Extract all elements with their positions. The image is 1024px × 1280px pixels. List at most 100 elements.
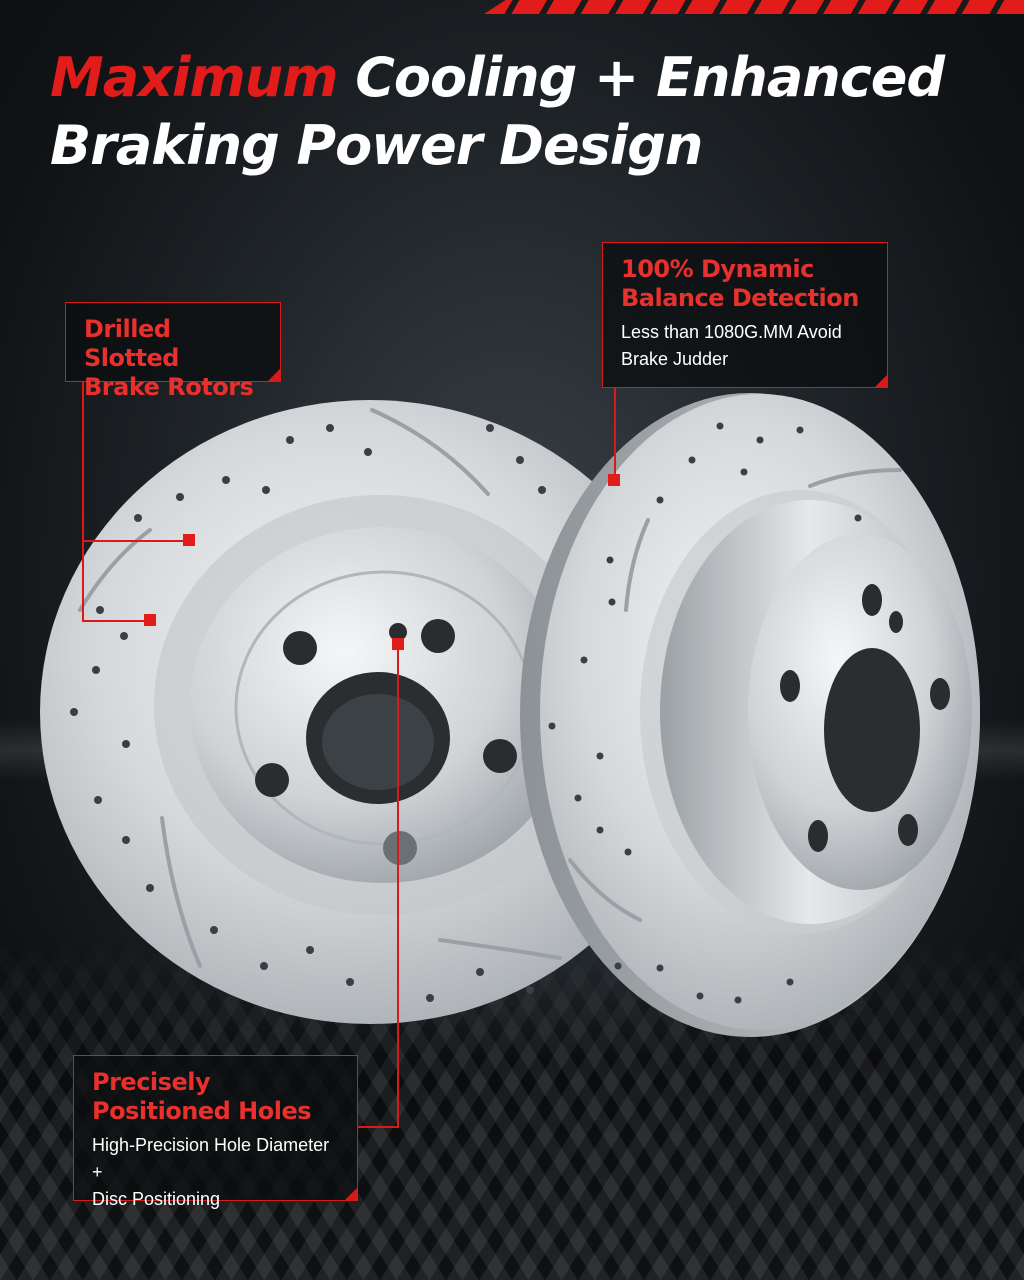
callout-dynamic-balance: 100% Dynamic Balance Detection Less than… [602, 242, 888, 388]
drill-hole [624, 848, 632, 856]
drill-hole [134, 514, 142, 522]
leader-line-balance [614, 388, 616, 480]
drill-hole [364, 448, 372, 456]
drill-hole [262, 486, 270, 494]
drill-hole [756, 436, 764, 444]
drill-hole [656, 964, 664, 972]
leader-line-rotors [82, 382, 84, 622]
drill-hole [516, 456, 524, 464]
drill-hole [94, 796, 102, 804]
drill-hole [326, 424, 334, 432]
drill-hole [596, 752, 604, 760]
drill-hole [476, 968, 484, 976]
headline: Maximum Cooling + Enhanced Braking Power… [50, 44, 990, 180]
left-rotor-slot [160, 816, 202, 968]
callout-title: Balance Detection [621, 284, 859, 312]
callout-title: Brake Rotors [84, 373, 254, 401]
right-rotor-center-bore [824, 648, 920, 812]
left-rotor [40, 400, 700, 1024]
drill-hole [688, 456, 696, 464]
drill-hole [222, 476, 230, 484]
callout-positioned-holes: Precisely Positioned Holes High-Precisio… [73, 1055, 358, 1209]
drill-hole [526, 986, 534, 994]
right-rotor-lug-hole [898, 814, 918, 846]
drill-hole [696, 992, 704, 1000]
left-rotor-bore-depth [322, 694, 434, 790]
callout-title: Drilled Slotted [84, 315, 179, 372]
drill-hole [486, 424, 494, 432]
right-rotor-lug-hole [780, 670, 800, 702]
right-rotor [520, 393, 980, 1037]
right-rotor-slot [624, 518, 650, 612]
drill-hole [796, 426, 804, 434]
drill-hole [574, 794, 582, 802]
drill-hole [96, 606, 104, 614]
drill-hole [210, 926, 218, 934]
marker-dot [392, 638, 404, 650]
drill-hole [426, 994, 434, 1002]
left-rotor-slots [78, 408, 562, 968]
drill-hole [596, 826, 604, 834]
left-rotor-slot [370, 408, 490, 496]
drill-hole [538, 486, 546, 494]
drill-hole [608, 598, 616, 606]
headline-line2: Braking Power Design [50, 114, 703, 177]
left-rotor-lug-hole [421, 619, 455, 653]
drill-hole [120, 632, 128, 640]
leader-line-holes-branch [358, 1126, 399, 1128]
left-rotor-slot [438, 938, 562, 960]
left-rotor-drill-holes [70, 424, 546, 1002]
left-rotor-set-screw-hole [389, 623, 407, 641]
drill-hole [656, 496, 664, 504]
right-rotor-slot [568, 858, 642, 922]
callout-drilled-slotted-rotors: Drilled Slotted Brake Rotors [65, 302, 281, 401]
leader-line-rotors-branch [82, 620, 150, 622]
drill-hole [854, 514, 862, 522]
left-rotor-locator-hole [383, 831, 417, 865]
drill-hole [122, 740, 130, 748]
drill-hole [286, 436, 294, 444]
left-rotor-lug-hole [283, 631, 317, 665]
left-rotor-slot [78, 528, 152, 612]
drill-hole [580, 656, 588, 664]
callout-description: High-Precision Hole Diameter + [92, 1135, 330, 1182]
drill-hole [740, 468, 748, 476]
callout-title: Precisely [92, 1068, 211, 1096]
right-rotor-lug-hole [930, 678, 950, 710]
drill-hole [614, 962, 622, 970]
callout-title: 100% Dynamic [621, 255, 814, 283]
left-rotor-lug-hole [255, 763, 289, 797]
leader-line-rotors-branch [82, 540, 188, 542]
marker-dot [183, 534, 195, 546]
drill-hole [734, 996, 742, 1004]
right-rotor-slot [808, 468, 902, 488]
callout-description: Brake Judder [621, 349, 729, 369]
right-rotor-set-screw-hole [889, 611, 903, 633]
marker-dot [144, 614, 156, 626]
marker-dot [608, 474, 620, 486]
headline-highlight: Maximum [50, 46, 338, 109]
drill-hole [716, 422, 724, 430]
drill-hole [176, 493, 184, 501]
leader-line-holes [397, 644, 399, 1128]
right-rotor-drill-holes [548, 422, 862, 1004]
headline-line1-rest: Cooling + Enhanced [337, 46, 945, 109]
drill-hole [786, 978, 794, 986]
right-rotor-lug-hole [862, 584, 882, 616]
right-rotor-slots [568, 468, 902, 922]
callout-description: Disc Positioning [92, 1189, 221, 1209]
drill-hole [548, 722, 556, 730]
left-rotor-lug-hole [483, 739, 517, 773]
right-rotor-lug-hole [808, 820, 828, 852]
drill-hole [306, 946, 314, 954]
drill-hole [260, 962, 268, 970]
drill-hole [92, 666, 100, 674]
drill-hole [606, 556, 614, 564]
drill-hole [346, 978, 354, 986]
top-stripe-bar [484, 0, 1024, 14]
callout-title: Positioned Holes [92, 1097, 312, 1125]
callout-description: Less than 1080G.MM Avoid [621, 322, 842, 342]
drill-hole [70, 708, 78, 716]
drill-hole [122, 836, 130, 844]
